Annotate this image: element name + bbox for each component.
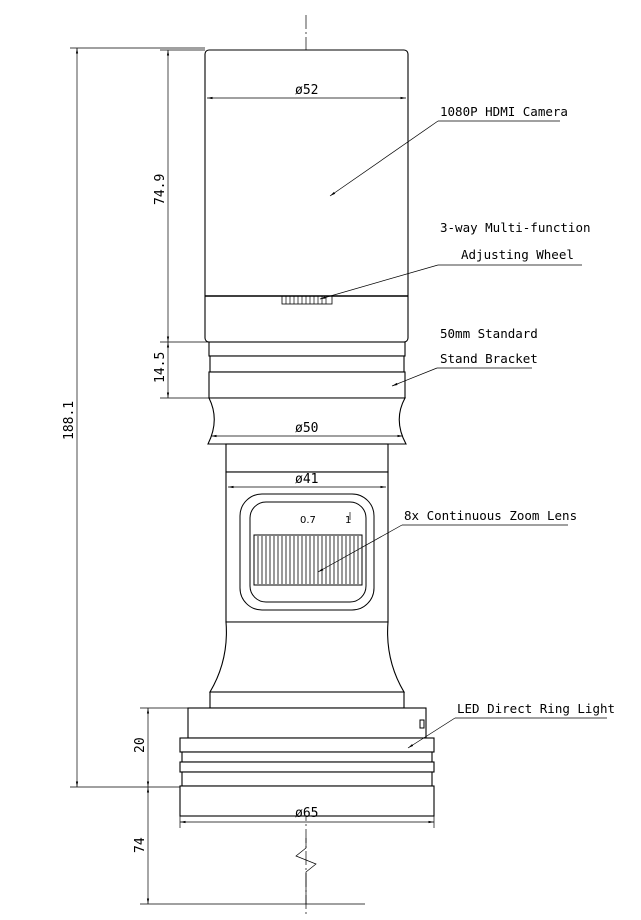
dim-camera-height: 74.9 — [153, 174, 168, 205]
zoom-lens-body: 0.7 1 — [209, 471, 405, 709]
dim-bracket-diameter: ø50 — [295, 421, 318, 436]
dim-total-height: 188.1 — [62, 401, 77, 440]
dim-zoom-diameter: ø41 — [295, 472, 318, 487]
stand-bracket — [207, 341, 407, 473]
callout-wheel-line2: Adjusting Wheel — [461, 247, 574, 262]
callout-zoom-lens: 8x Continuous Zoom Lens — [404, 508, 577, 523]
dim-ring-diameter: ø65 — [295, 806, 318, 821]
callout-bracket-line1: 50mm Standard — [440, 326, 538, 341]
zoom-mark-low: 0.7 — [300, 515, 316, 526]
camera-body — [204, 49, 409, 343]
ring-light — [179, 707, 435, 817]
break-symbol — [295, 838, 317, 904]
zoom-knurl — [257, 536, 359, 584]
callout-camera: 1080P HDMI Camera — [440, 104, 568, 119]
adjusting-wheel — [281, 295, 333, 305]
dim-camera-diameter: ø52 — [295, 83, 318, 98]
dim-working-distance: 74 — [133, 837, 148, 853]
callout-ring-light: LED Direct Ring Light — [457, 701, 615, 716]
callout-wheel-line1: 3-way Multi-function — [440, 220, 591, 235]
zoom-mark-high: 1 — [345, 515, 351, 526]
callout-bracket-line2: Stand Bracket — [440, 351, 538, 366]
dim-bracket-height: 14.5 — [153, 352, 168, 383]
zoom-window — [239, 493, 375, 611]
dim-ring-height: 20 — [133, 737, 148, 753]
